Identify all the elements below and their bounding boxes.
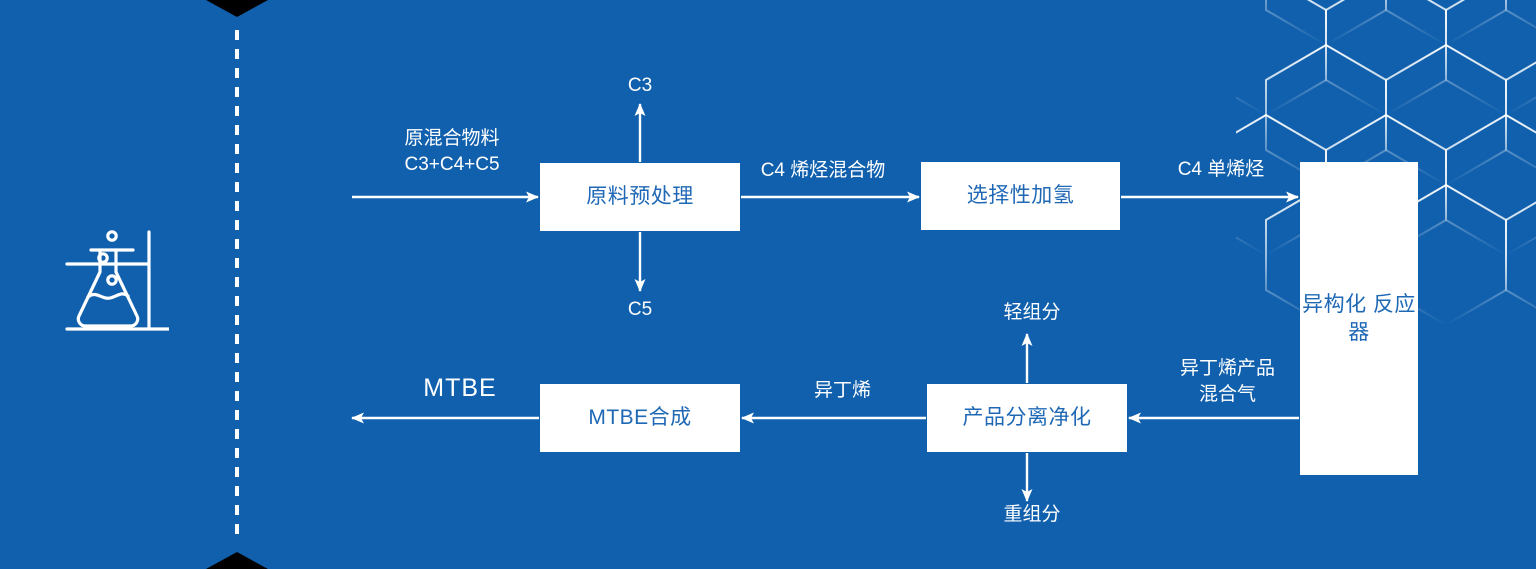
flow-label-c4-olefin-mix: C4 烯烃混合物 [760, 160, 886, 181]
flow-label-c3: C3 [627, 75, 653, 96]
flow-label-isobutene: 异丁烯 [813, 380, 871, 401]
flask-stand-icon [65, 230, 169, 331]
flow-label-light-components: 轻组分 [1003, 302, 1061, 323]
flow-label-isobutene-product-gas: 异丁烯产品 混合气 [1179, 358, 1275, 405]
flow-label-c5: C5 [627, 299, 653, 320]
triangle-notch-bottom [206, 552, 268, 569]
flow-label-heavy-components: 重组分 [1003, 504, 1061, 525]
process-box-mtbe-synthesis[interactable]: MTBE合成 [540, 384, 740, 452]
process-box-selective-hydrogenation[interactable]: 选择性加氢 [921, 162, 1120, 230]
flow-label-feed: 原混合物料 C3+C4+C5 [404, 128, 500, 175]
process-box-isomerization-reactor[interactable]: 异构化 反应器 [1300, 162, 1418, 475]
triangle-notch-top [206, 0, 268, 17]
flow-label-mtbe-product: MTBE [423, 374, 497, 402]
process-box-product-separation[interactable]: 产品分离净化 [927, 384, 1127, 452]
flow-label-c4-monoolefin: C4 单烯烃 [1177, 159, 1265, 180]
dashed-vertical-divider [235, 30, 239, 539]
process-box-pretreatment[interactable]: 原料预处理 [540, 163, 740, 231]
